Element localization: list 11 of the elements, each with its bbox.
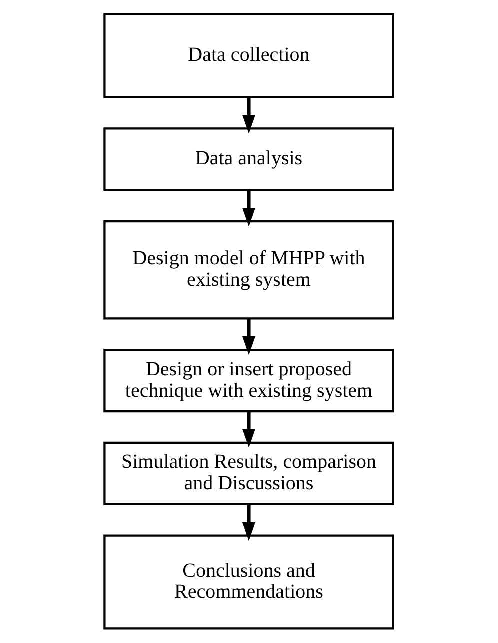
arrow (242, 98, 256, 134)
arrow (242, 504, 256, 542)
node-box: Design or insert proposed technique with existing system (104, 349, 394, 413)
node-box: Conclusions and Recommendations (104, 534, 394, 630)
node-box: Simulation Results, comparison and Discussions (104, 442, 394, 506)
node-box: Design model of MHPP with existing system (104, 220, 394, 320)
arrow (242, 412, 256, 448)
node-box: Data analysis (104, 128, 394, 192)
node-box: Data collection (104, 13, 394, 98)
arrow (242, 190, 256, 227)
arrow (242, 319, 256, 356)
